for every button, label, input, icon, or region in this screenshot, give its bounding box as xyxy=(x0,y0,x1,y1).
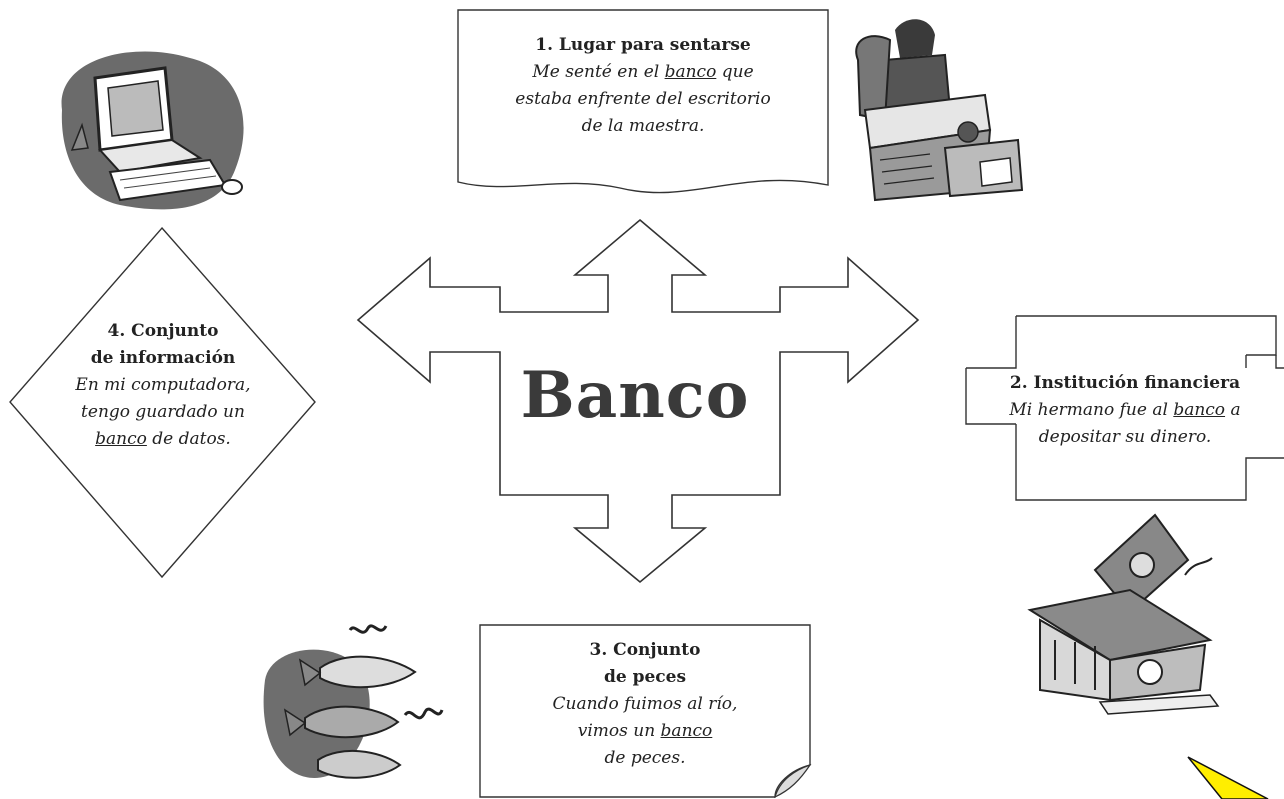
box-finance-frame xyxy=(965,315,1284,501)
meaning-finance-line2: depositar su dinero. xyxy=(1038,427,1212,447)
meaning-finance: 2. Institución financiera Mi hermano fue… xyxy=(966,370,1284,451)
box-seat-frame xyxy=(457,9,829,194)
fish-illustration xyxy=(263,624,444,779)
meaning-seat-title: 1. Lugar para sentarse xyxy=(535,35,751,55)
meaning-info-line2: tengo guardado un xyxy=(81,402,245,422)
computer-illustration xyxy=(61,51,244,210)
meaning-seat-line1: Me senté en el banco que xyxy=(532,62,754,82)
meaning-info-line3: banco de datos. xyxy=(95,429,231,449)
meaning-fish-line3: de peces. xyxy=(604,748,686,768)
desk-worker-illustration xyxy=(855,19,1024,202)
meaning-finance-line1: Mi hermano fue al banco a xyxy=(1009,400,1241,420)
meaning-fish-title-1: 3. Conjunto xyxy=(589,640,701,660)
meaning-finance-title: 2. Institución financiera xyxy=(1009,373,1241,393)
meaning-seat: 1. Lugar para sentarse Me senté en el ba… xyxy=(462,32,824,140)
meaning-info-title-2: de información xyxy=(90,348,236,368)
pointer-arrow-shape xyxy=(1187,756,1269,799)
box-info-frame xyxy=(9,226,316,579)
meaning-info: 4. Conjunto de información En mi computa… xyxy=(42,318,284,453)
four-way-arrow xyxy=(356,218,920,584)
meaning-seat-line2: estaba enfrente del escritorio xyxy=(515,89,771,109)
meaning-fish-line1: Cuando fuimos al río, xyxy=(552,694,738,714)
meaning-info-line1: En mi computadora, xyxy=(75,375,251,395)
meaning-fish-title-2: de peces xyxy=(603,667,687,687)
meaning-info-title-1: 4. Conjunto xyxy=(107,321,219,341)
bank-building-illustration xyxy=(1027,513,1220,715)
meaning-fish-line2: vimos un banco xyxy=(577,721,713,741)
center-word: Banco xyxy=(520,358,750,433)
meaning-seat-line3: de la maestra. xyxy=(581,116,705,136)
meaning-fish: 3. Conjunto de peces Cuando fuimos al rí… xyxy=(484,637,806,772)
